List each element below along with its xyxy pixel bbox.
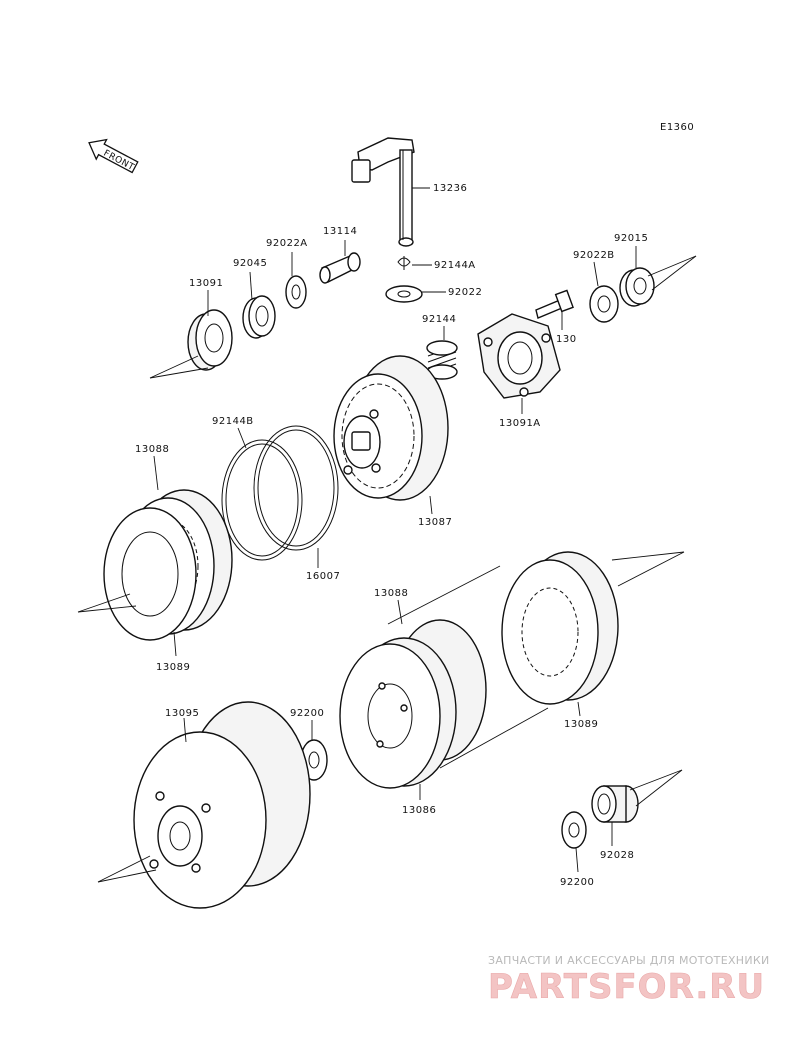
- ring-16007-part: [253, 425, 339, 551]
- bearing-92045-part: [242, 295, 276, 339]
- label-92144B: 92144B: [212, 416, 254, 427]
- spring-92144A-part: [397, 256, 411, 270]
- washer-92022B-part: [589, 285, 619, 323]
- label-92022: 92022: [448, 287, 482, 298]
- collar-92028-part: [591, 785, 639, 823]
- bolt-130-part: [535, 289, 574, 319]
- front-arrow-icon: FRONT: [88, 138, 139, 174]
- washer-92200-right-part: [561, 811, 587, 849]
- label-13086: 13086: [402, 805, 436, 816]
- label-92144: 92144: [422, 314, 456, 325]
- spring-92144-part: [426, 340, 458, 381]
- label-92022A: 92022A: [266, 238, 308, 249]
- guide-13091-part: [187, 309, 233, 371]
- label-130: 130: [556, 334, 577, 345]
- label-92200-left: 92200: [290, 708, 324, 719]
- label-13088-right: 13088: [374, 588, 408, 599]
- label-16007: 16007: [306, 571, 340, 582]
- watermark-tagline: ЗАПЧАСТИ И АКСЕССУАРЫ ДЛЯ МОТОТЕХНИКИ: [488, 954, 770, 967]
- steel-plate-13089-left-part: [103, 507, 197, 641]
- plate-13091A-part: [477, 313, 561, 399]
- label-92022B: 92022B: [573, 250, 615, 261]
- label-13088-left: 13088: [135, 444, 169, 455]
- washer-92022A-part: [285, 275, 307, 309]
- pushrod-part: [319, 252, 361, 284]
- ring-92144B-part: [221, 439, 303, 561]
- label-13095: 13095: [165, 708, 199, 719]
- label-92015: 92015: [614, 233, 648, 244]
- release-shaft-part: [351, 137, 415, 247]
- label-92144A: 92144A: [434, 260, 476, 271]
- label-92028: 92028: [600, 850, 634, 861]
- bearing-92015-part: [619, 267, 655, 307]
- clutch-housing-13095-part: [133, 701, 311, 909]
- label-13089-right: 13089: [564, 719, 598, 730]
- washer-92022-part: [385, 285, 423, 303]
- watermark-logo: PARTSFOR.RU: [488, 967, 765, 1007]
- label-92045: 92045: [233, 258, 267, 269]
- diagram-code: E1360: [660, 122, 694, 133]
- clutch-hub-13087-part: [333, 355, 449, 501]
- label-92200-right: 92200: [560, 877, 594, 888]
- label-13236: 13236: [433, 183, 467, 194]
- label-13087: 13087: [418, 517, 452, 528]
- label-13091A: 13091A: [499, 418, 541, 429]
- label-13114: 13114: [323, 226, 357, 237]
- label-13089-left: 13089: [156, 662, 190, 673]
- pressure-plate-13086-part: [339, 637, 457, 789]
- label-13091: 13091: [189, 278, 223, 289]
- steel-plate-13089-right-part: [501, 551, 619, 705]
